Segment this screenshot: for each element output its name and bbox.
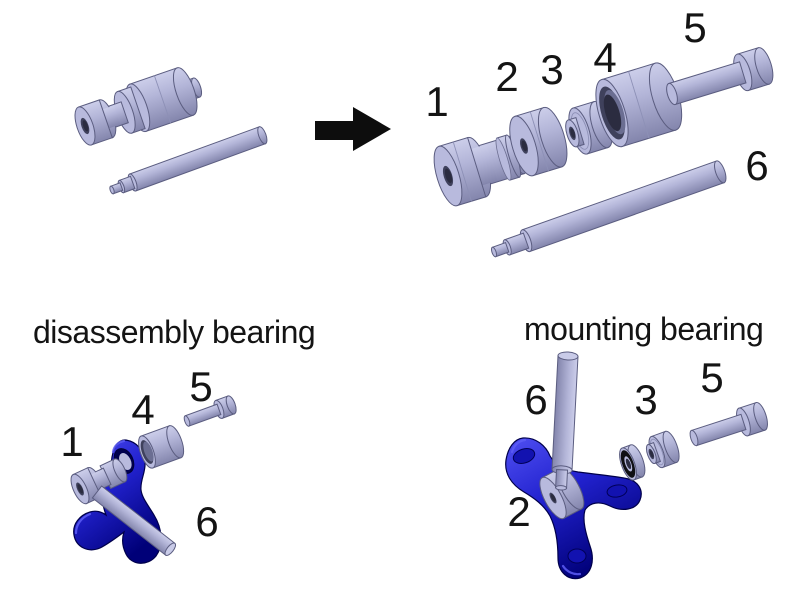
disassembly-part-1-bushing [70,458,128,505]
caption-mounting-bearing: mounting bearing [524,311,763,347]
exploded-view: 1 2 3 4 5 6 [425,4,774,258]
disassembly-label-4: 4 [131,386,154,433]
transform-arrow-icon [315,107,391,151]
exploded-label-3: 3 [540,46,563,93]
exploded-label-2: 2 [495,53,518,100]
exploded-label-5: 5 [683,4,706,51]
mounting-part-5-bolt [689,401,768,447]
disassembly-label-6: 6 [195,498,218,545]
assembled-tool-rod [109,126,268,195]
exploded-label-1: 1 [425,78,448,125]
mounting-view: 2 3 5 6 [505,351,768,580]
mounting-label-5: 5 [700,354,723,401]
mounting-label-3: 3 [634,376,657,423]
exploded-part-4-sleeve [595,62,683,148]
mounting-label-2: 2 [507,488,530,535]
disassembly-label-1: 1 [60,418,83,465]
exploded-label-4: 4 [593,34,616,81]
mounting-seal-ring [619,444,646,481]
assembled-tool-body [74,67,203,146]
mounting-part-6-shaft [551,351,579,491]
exploded-part-3-bearing-ring [565,100,613,155]
mounting-part-3-bearing-ring [645,430,680,469]
mounting-label-6: 6 [524,376,547,423]
caption-disassembly-bearing: disassembly bearing [33,314,315,350]
exploded-part-6-shaft [490,160,727,258]
exploded-part-5-bolt [666,47,774,106]
disassembly-part-6-rod [91,485,177,556]
exploded-label-6: 6 [745,142,768,189]
assembled-tool-view [74,67,268,195]
disassembly-part-4-sleeve [138,425,185,469]
disassembly-label-5: 5 [189,363,212,410]
disassembly-part-5-bolt [183,395,237,427]
disassembly-view: 1 4 5 6 [60,363,237,564]
exploded-part-2-disc [509,106,568,177]
